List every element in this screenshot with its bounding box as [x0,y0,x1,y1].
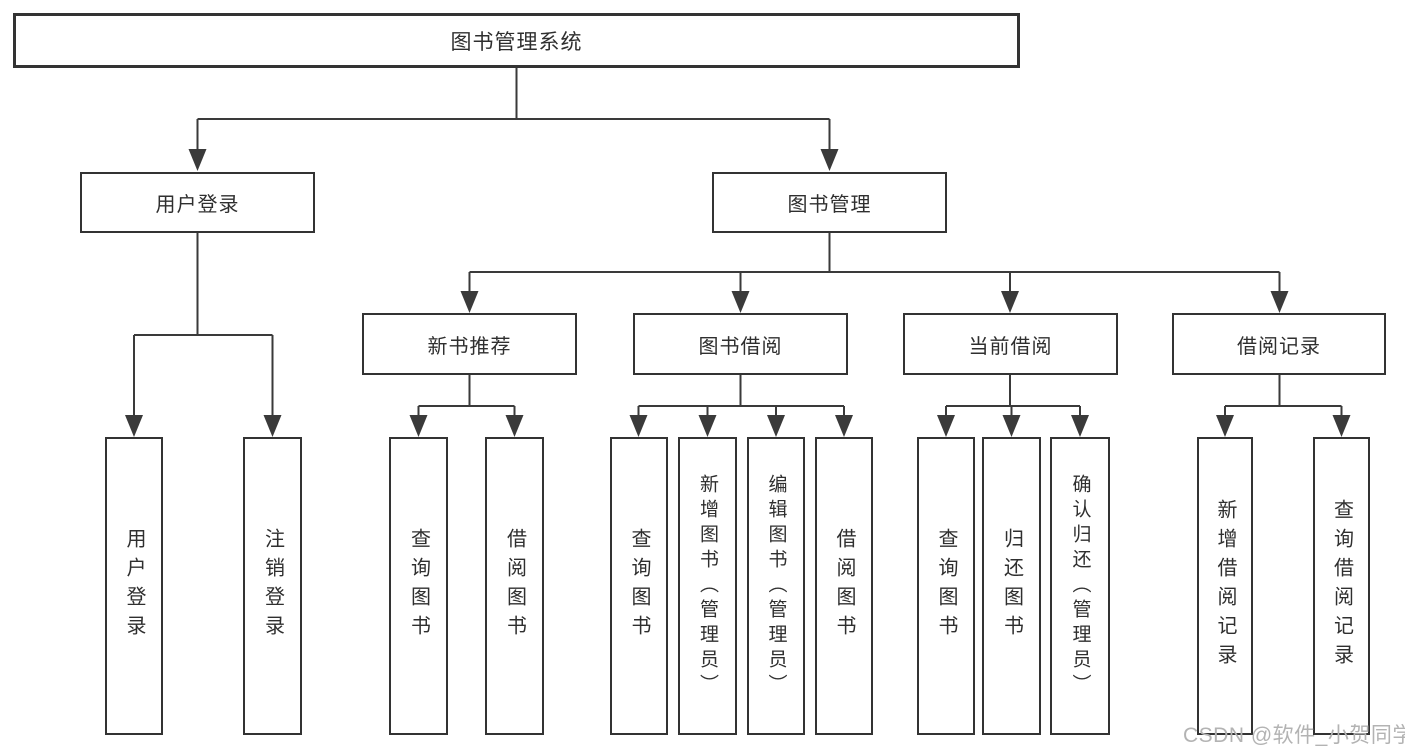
node-user-login: 用户登录 [80,172,315,233]
node-book-borrow-label: 图书借阅 [698,335,783,358]
leaf-borrow-book: 借阅图书 [815,437,873,735]
leaf-records-query-label: 查询借阅记录 [1330,499,1353,673]
leaf-logout-label: 注销登录 [261,528,284,644]
node-current-borrow: 当前借阅 [903,313,1118,375]
leaf-borrow-book-label: 借阅图书 [833,528,855,644]
csdn-watermark: CSDN @软件_小贺同学 [1183,724,1405,747]
leaf-user-login: 用户登录 [105,437,163,735]
leaf-newbooks-borrow-label: 借阅图书 [503,528,526,644]
node-user-login-label: 用户登录 [155,194,240,216]
node-book-management: 图书管理 [712,172,947,233]
leaf-current-return-label: 归还图书 [1000,528,1023,644]
leaf-current-query-label: 查询图书 [935,528,957,644]
leaf-borrow-edit-admin-label: 编辑图书（管理员） [765,473,787,699]
leaf-borrow-query-label: 查询图书 [628,528,650,644]
node-borrow-records-label: 借阅记录 [1237,335,1321,358]
node-new-book-recommend: 新书推荐 [362,313,577,375]
leaf-records-add-label: 新增借阅记录 [1214,499,1236,673]
leaf-borrow-add-admin: 新增图书（管理员） [678,437,737,735]
leaf-newbooks-query-label: 查询图书 [407,528,430,644]
leaf-current-confirm-admin-label: 确认归还（管理员） [1069,473,1091,699]
node-root: 图书管理系统 [13,13,1020,68]
node-current-borrow-label: 当前借阅 [968,335,1053,358]
leaf-borrow-edit-admin: 编辑图书（管理员） [747,437,805,735]
leaf-current-return: 归还图书 [982,437,1041,735]
leaf-records-add: 新增借阅记录 [1197,437,1253,735]
leaf-borrow-query: 查询图书 [610,437,668,735]
node-new-book-recommend-label: 新书推荐 [427,335,512,358]
node-root-label: 图书管理系统 [450,30,583,54]
leaf-records-query: 查询借阅记录 [1313,437,1370,735]
leaf-logout: 注销登录 [243,437,302,735]
leaf-newbooks-borrow: 借阅图书 [485,437,544,735]
leaf-current-confirm-admin: 确认归还（管理员） [1050,437,1110,735]
leaf-borrow-add-admin-label: 新增图书（管理员） [697,473,718,699]
node-borrow-records: 借阅记录 [1172,313,1386,375]
leaf-newbooks-query: 查询图书 [389,437,448,735]
leaf-user-login-label: 用户登录 [123,528,145,644]
leaf-current-query: 查询图书 [917,437,975,735]
node-book-management-label: 图书管理 [787,194,872,216]
node-book-borrow: 图书借阅 [633,313,848,375]
